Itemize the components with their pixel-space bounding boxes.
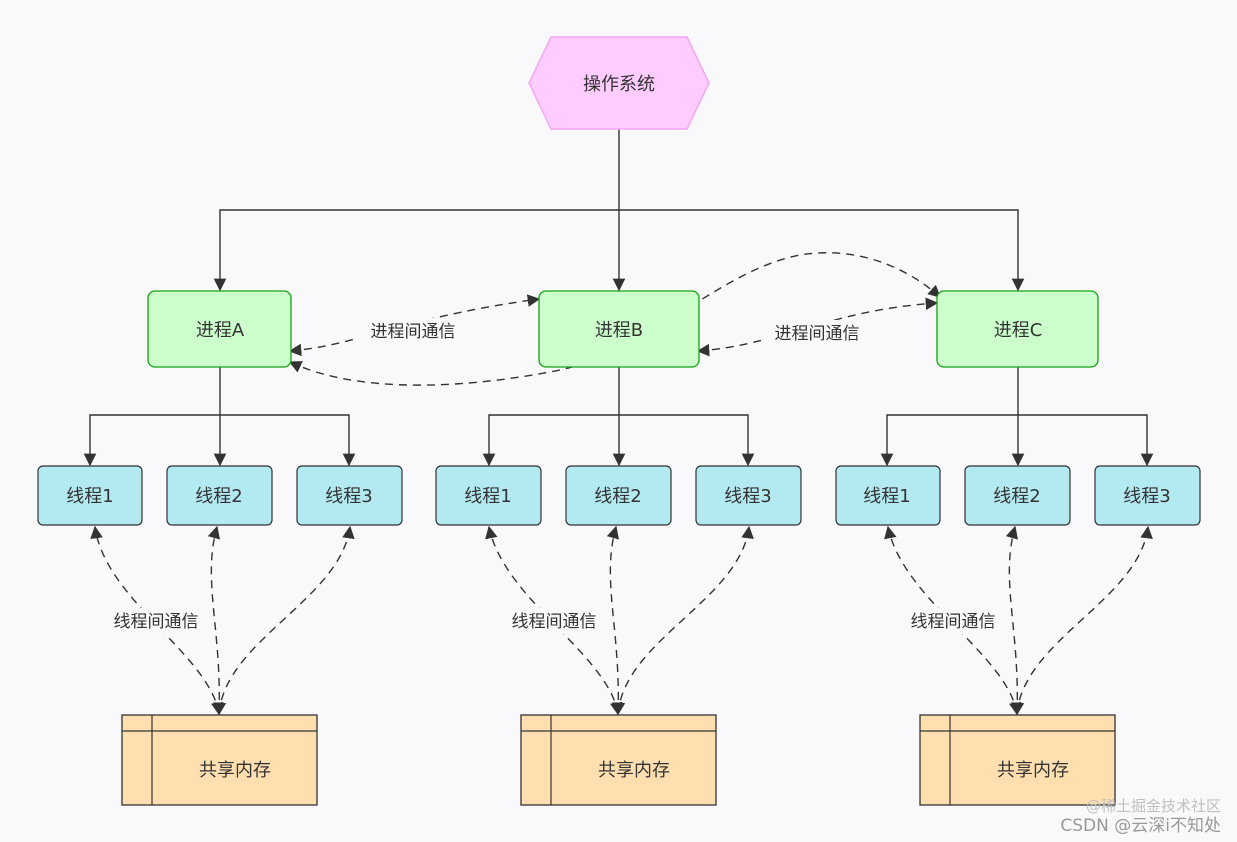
shared-memory-b: 共享内存	[520, 714, 717, 806]
svg-text:线程3: 线程3	[724, 486, 771, 507]
process-label-b: 进程B	[595, 320, 643, 341]
thread-comm-label-c: 线程间通信	[899, 608, 1007, 634]
thread-comm-label-b: 线程间通信	[500, 608, 608, 634]
svg-text:线程间通信: 线程间通信	[512, 612, 597, 632]
svg-text:线程间通信: 线程间通信	[911, 612, 996, 632]
watermark-csdn: CSDN @云深i不知处	[1060, 816, 1221, 836]
svg-text:进程间通信: 进程间通信	[775, 324, 860, 344]
thread-node-a2: 线程2	[166, 465, 273, 526]
thread-node-b2: 线程2	[565, 465, 672, 526]
thread-comm-arrows-b	[485, 525, 754, 716]
thread-node-a1: 线程1	[37, 465, 143, 526]
svg-text:线程1: 线程1	[66, 486, 113, 507]
process-node-c: 进程C	[936, 290, 1099, 368]
process-node-a: 进程A	[147, 290, 292, 368]
svg-text:线程2: 线程2	[993, 486, 1040, 507]
thread-node-a3: 线程3	[296, 465, 403, 526]
os-label: 操作系统	[583, 74, 655, 95]
svg-text:进程间通信: 进程间通信	[371, 322, 456, 342]
svg-text:线程1: 线程1	[464, 486, 511, 507]
thread-node-c2: 线程2	[964, 465, 1071, 526]
os-node: 操作系统	[528, 36, 710, 130]
process-label-a: 进程A	[196, 320, 245, 341]
os-hexagon-shape	[528, 36, 710, 130]
ipc-label-left: 进程间通信	[358, 318, 468, 344]
thread-connectors-a	[83, 367, 356, 467]
thread-comm-arrows-c	[884, 525, 1153, 716]
svg-text:线程3: 线程3	[1123, 486, 1170, 507]
thread-node-b1: 线程1	[435, 465, 542, 526]
svg-text:线程3: 线程3	[325, 486, 372, 507]
thread-node-c3: 线程3	[1094, 465, 1201, 526]
process-label-c: 进程C	[994, 320, 1043, 341]
watermark-juejin: @稀土掘金技术社区	[1085, 797, 1221, 815]
svg-text:共享内存: 共享内存	[997, 760, 1069, 781]
ipc-label-right: 进程间通信	[762, 320, 872, 346]
thread-comm-label-a: 线程间通信	[102, 608, 210, 634]
shared-memory-c: 共享内存	[919, 714, 1116, 806]
svg-text:线程2: 线程2	[594, 486, 641, 507]
svg-text:线程间通信: 线程间通信	[114, 612, 199, 632]
thread-comm-arrows-a	[90, 525, 355, 716]
thread-connectors-c	[880, 367, 1154, 467]
os-connectors	[213, 128, 1025, 292]
thread-node-b3: 线程3	[695, 465, 802, 526]
svg-text:线程1: 线程1	[863, 486, 910, 507]
thread-node-c1: 线程1	[835, 465, 941, 526]
shared-memory-a: 共享内存	[121, 714, 318, 806]
thread-connectors-b	[482, 367, 755, 467]
svg-text:共享内存: 共享内存	[598, 760, 670, 781]
process-node-b: 进程B	[538, 290, 700, 368]
svg-text:共享内存: 共享内存	[199, 760, 271, 781]
svg-text:线程2: 线程2	[195, 486, 242, 507]
